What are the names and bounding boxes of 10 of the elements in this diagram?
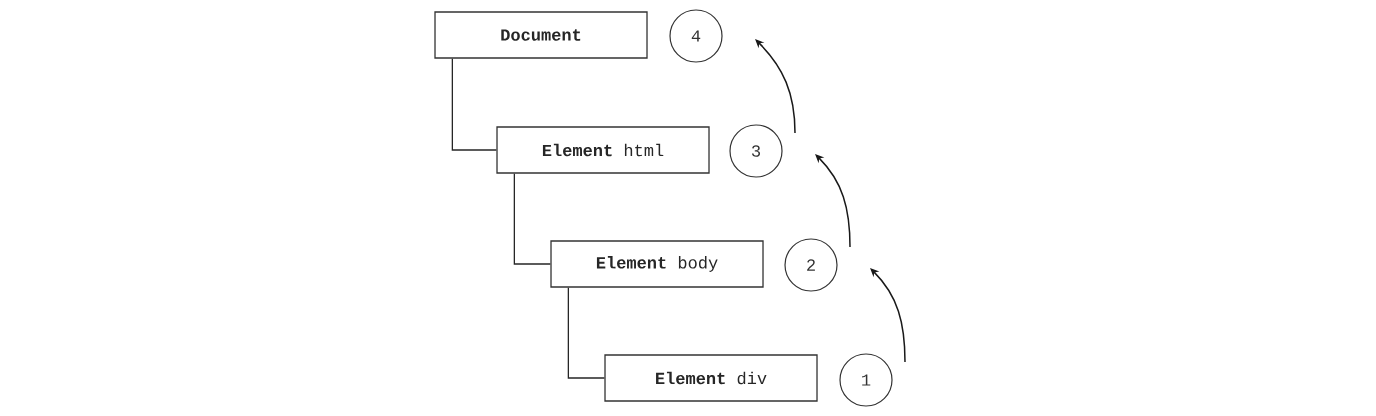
tree-box: Element body — [550, 240, 764, 288]
connector-line — [567, 287, 605, 379]
curved-arrow — [815, 154, 851, 248]
connector-line — [451, 58, 497, 151]
tree-box: Element div — [604, 354, 818, 402]
connector-line — [513, 173, 551, 265]
tree-box: Element html — [496, 126, 710, 174]
tree-box: Document — [434, 11, 648, 59]
curved-arrow — [755, 39, 796, 134]
curved-arrow — [870, 268, 906, 363]
